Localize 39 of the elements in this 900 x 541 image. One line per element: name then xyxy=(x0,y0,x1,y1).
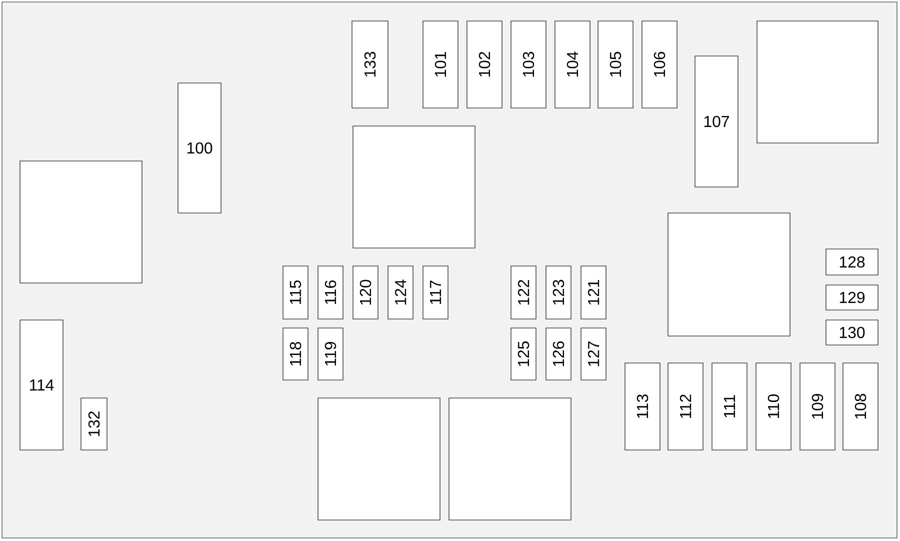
fuse-box: 112 xyxy=(668,362,704,450)
fuse-box: 130 xyxy=(826,320,878,346)
fuse-box: 105 xyxy=(598,20,634,108)
fuse-box: 126 xyxy=(546,328,572,380)
fuse-box: 125 xyxy=(510,328,536,380)
fuse-box: 122 xyxy=(510,266,536,320)
fuse-box: 124 xyxy=(388,266,414,320)
relay-box xyxy=(448,398,572,520)
fuse-box: 121 xyxy=(580,266,606,320)
fuse-box: 123 xyxy=(546,266,572,320)
fuse-box: 104 xyxy=(554,20,590,108)
fuse-box: 116 xyxy=(318,266,344,320)
fuse-box: 119 xyxy=(318,328,344,380)
fuse-box: 133 xyxy=(352,20,388,108)
fuse-box: 113 xyxy=(624,362,660,450)
fuse-box: 129 xyxy=(826,284,878,310)
fuse-box: 107 xyxy=(694,56,738,188)
fuse-box: 111 xyxy=(712,362,748,450)
relay-box xyxy=(756,20,878,144)
fuse-box: 103 xyxy=(510,20,546,108)
relay-box xyxy=(352,126,476,248)
fuse-box: 120 xyxy=(352,266,378,320)
fuse-box: 100 xyxy=(178,82,222,214)
fuse-box: 110 xyxy=(756,362,792,450)
fuse-box: 117 xyxy=(422,266,448,320)
fuse-box: 102 xyxy=(466,20,502,108)
fuse-box: 108 xyxy=(842,362,878,450)
fuse-box: 127 xyxy=(580,328,606,380)
fuse-box: 114 xyxy=(20,320,64,450)
fuse-box: 115 xyxy=(282,266,308,320)
fuse-box: 109 xyxy=(800,362,836,450)
relay-box xyxy=(20,160,142,284)
fuse-box: 106 xyxy=(642,20,678,108)
fuse-box: 118 xyxy=(282,328,308,380)
fuse-box: 132 xyxy=(80,398,108,450)
fuse-box: 128 xyxy=(826,248,878,276)
fuse-box: 101 xyxy=(422,20,458,108)
relay-box xyxy=(668,212,790,336)
relay-box xyxy=(318,398,440,520)
